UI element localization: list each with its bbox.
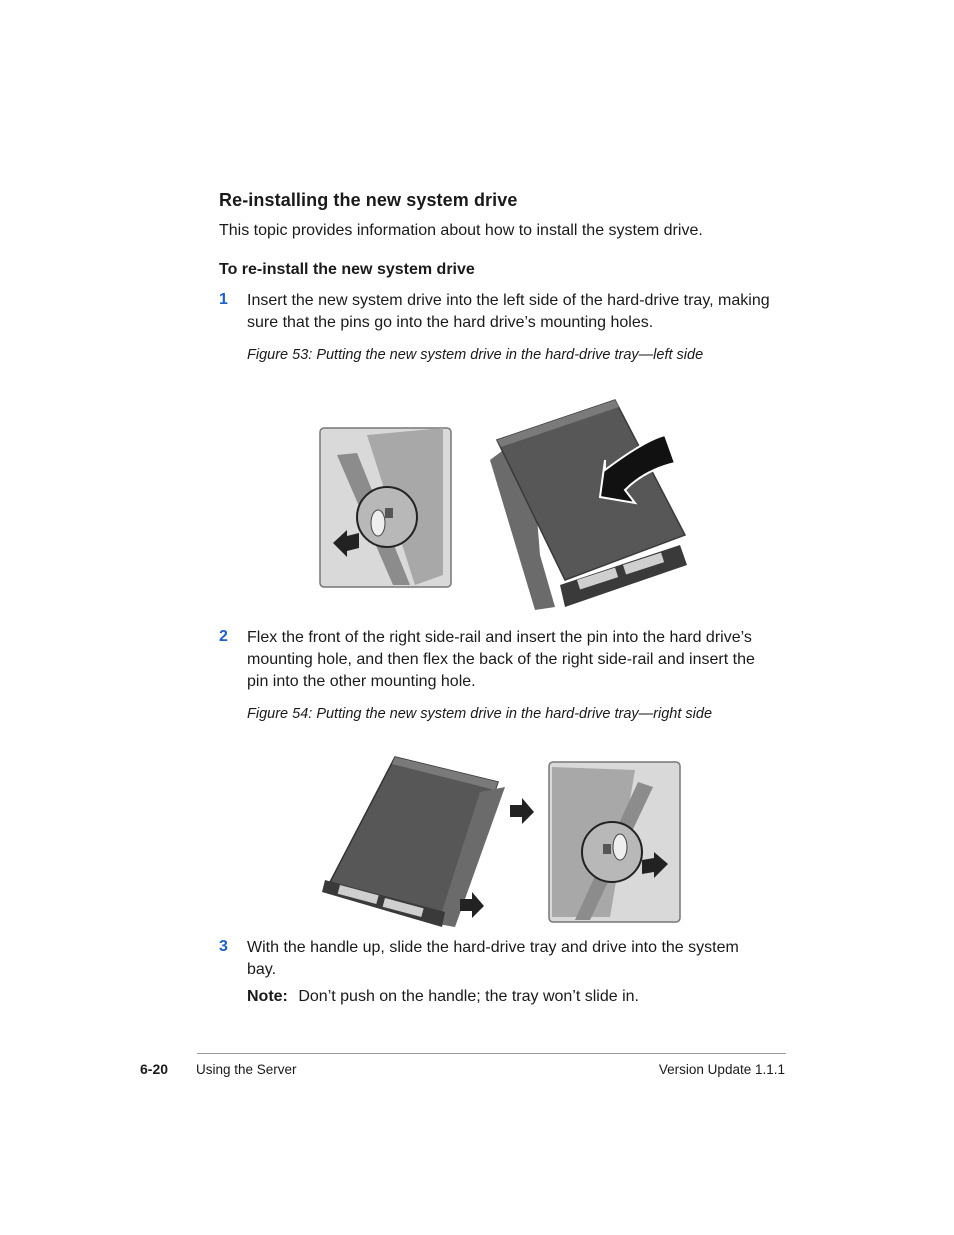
step-1-line: sure that the pins go into the hard driv… — [247, 314, 654, 331]
page-number: 6-20 — [140, 1061, 169, 1077]
step-2-text: Flex the front of the right side-rail an… — [247, 627, 787, 693]
arrow-icon — [333, 530, 359, 557]
section-intro: This topic provides information about ho… — [219, 222, 703, 239]
step-2-line: pin into the other mounting hole. — [247, 673, 476, 690]
step-1-number: 1 — [219, 291, 228, 308]
procedure-heading: To re-install the new system drive — [219, 261, 475, 278]
drive-into-tray-illustration — [490, 399, 687, 610]
arrow-icon — [460, 892, 484, 918]
figure-54-caption: Figure 54: Putting the new system drive … — [247, 706, 713, 722]
rail-detail-inset — [548, 761, 681, 923]
rail-detail-inset — [319, 427, 452, 588]
step-2-number: 2 — [219, 628, 228, 645]
step-2-line: mounting hole, and then flex the back of… — [247, 651, 755, 668]
figure-53-illustration — [319, 399, 687, 610]
figure-54-illustration — [322, 756, 681, 927]
arrow-icon — [642, 852, 668, 878]
step-1-line: Insert the new system drive into the lef… — [247, 292, 770, 309]
note: Note: Don’t push on the handle; the tray… — [247, 988, 639, 1006]
arrow-icon — [510, 798, 534, 824]
note-text: Don’t push on the handle; the tray won’t… — [298, 988, 639, 1005]
footer-rule — [197, 1053, 786, 1054]
step-3-number: 3 — [219, 938, 228, 955]
step-2-line: Flex the front of the right side-rail an… — [247, 629, 752, 646]
figure-53-caption: Figure 53: Putting the new system drive … — [247, 347, 704, 363]
step-3-line: bay. — [247, 961, 277, 978]
step-3-text: With the handle up, slide the hard-drive… — [247, 937, 787, 981]
drive-in-tray-illustration — [322, 756, 505, 927]
note-label: Note: — [247, 988, 288, 1005]
step-1-text: Insert the new system drive into the lef… — [247, 290, 787, 334]
section-heading: Re-installing the new system drive — [219, 190, 518, 210]
chapter-title: Using the Server — [196, 1062, 297, 1077]
step-3-line: With the handle up, slide the hard-drive… — [247, 939, 739, 956]
version-label: Version Update 1.1.1 — [658, 1062, 785, 1077]
